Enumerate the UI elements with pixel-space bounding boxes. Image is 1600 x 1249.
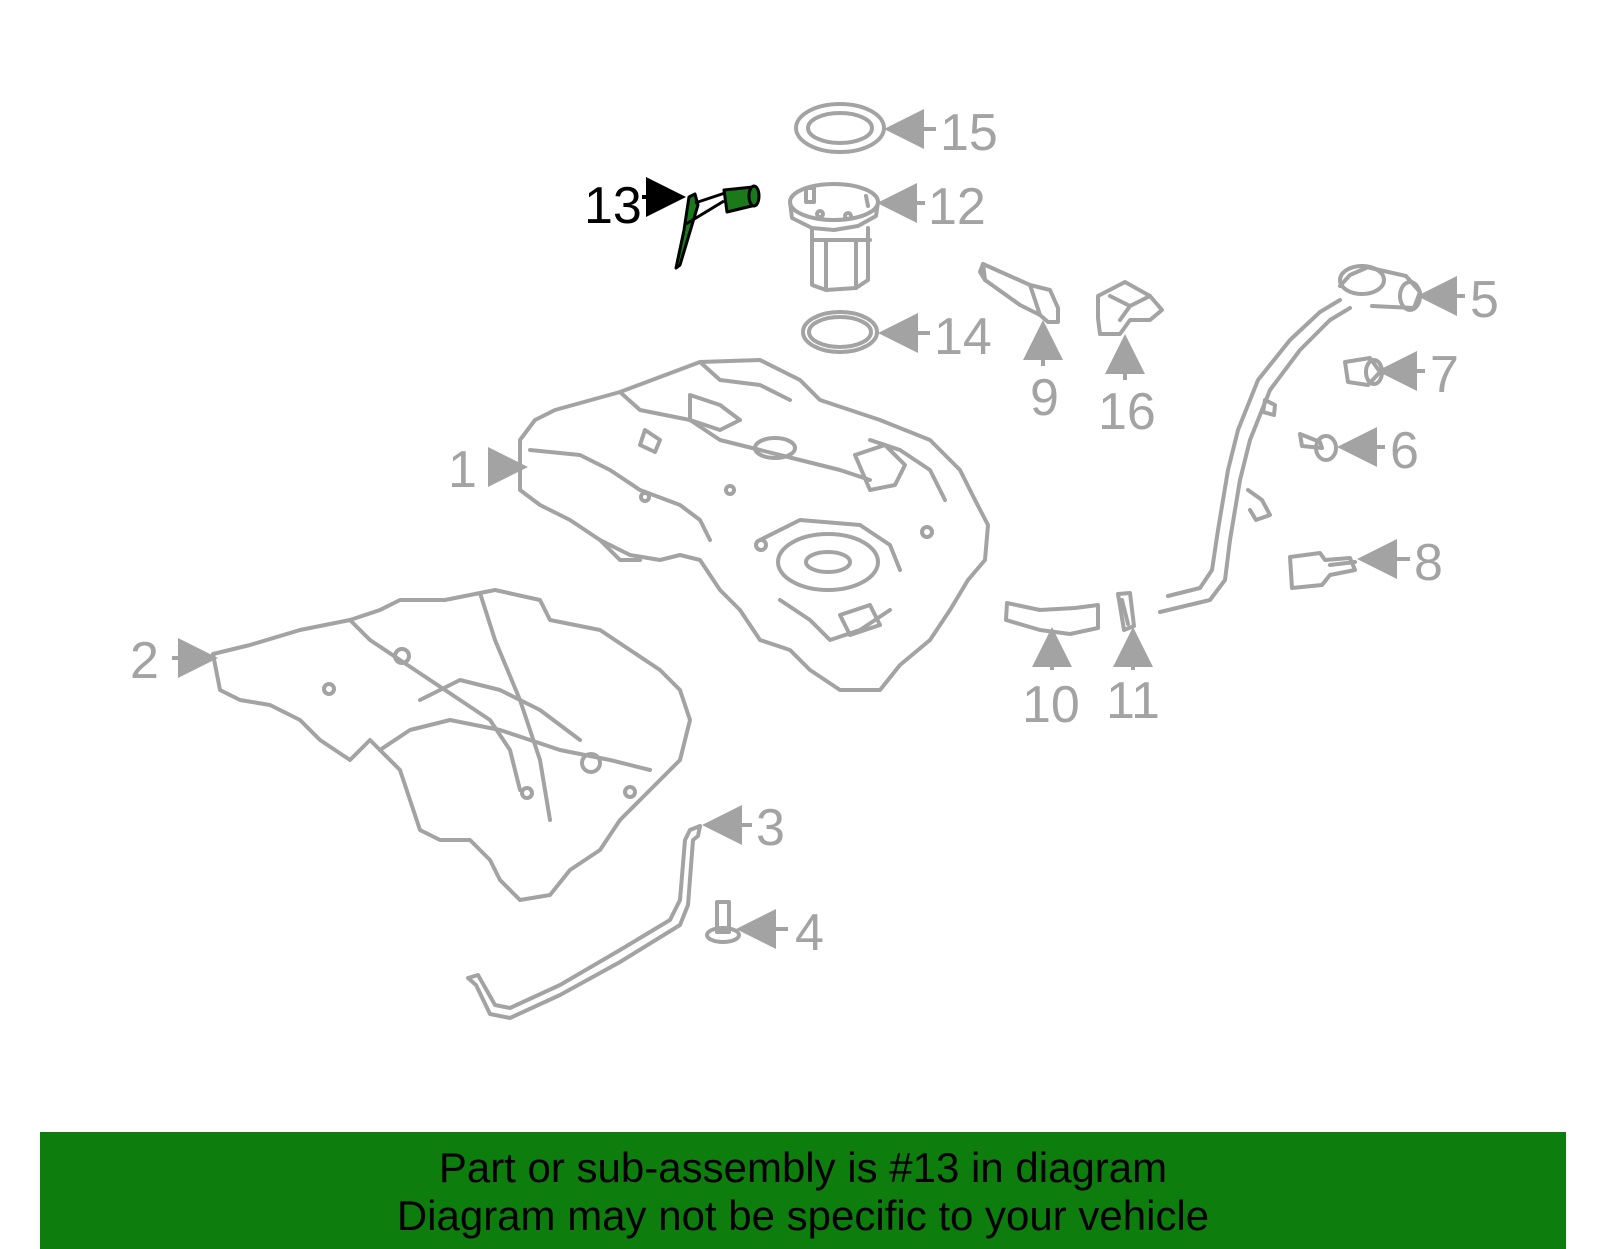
- clamp-part-11[interactable]: [1116, 591, 1136, 632]
- strap-part-3[interactable]: [466, 824, 702, 1020]
- callout-7[interactable]: 7: [1430, 346, 1459, 404]
- callout-2[interactable]: 2: [130, 632, 159, 690]
- heat-shield-part-2[interactable]: [211, 588, 692, 902]
- callout-6[interactable]: 6: [1390, 422, 1419, 480]
- vent-tube-part-13[interactable]: [674, 184, 761, 270]
- fuel-pump-part-12[interactable]: [788, 182, 880, 292]
- bolt-part-4[interactable]: [705, 900, 741, 944]
- fuel-tank-part-1[interactable]: [518, 358, 990, 692]
- screw-part-6[interactable]: [1298, 432, 1338, 462]
- callout-15[interactable]: 15: [940, 104, 998, 162]
- caption-line-2: Diagram may not be specific to your vehi…: [396, 1192, 1210, 1239]
- valve-part-16[interactable]: [1096, 280, 1164, 336]
- clip-part-8[interactable]: [1288, 551, 1357, 590]
- caption-line-1: Part or sub-assembly is #13 in diagram: [438, 1144, 1168, 1191]
- callout-11[interactable]: 11: [1106, 672, 1160, 730]
- caption-banner: Part or sub-assembly is #13 in diagram D…: [40, 1132, 1566, 1249]
- hose-part-10[interactable]: [1004, 601, 1100, 636]
- callout-10[interactable]: 10: [1022, 676, 1080, 734]
- callout-1[interactable]: 1: [448, 441, 477, 499]
- filler-neck-part-5[interactable]: [1158, 264, 1422, 614]
- callout-5[interactable]: 5: [1470, 271, 1499, 329]
- callout-labels: 1 2 3 4 5 6 7 8 9 10 11 12 13 14 15 16: [130, 104, 1499, 962]
- callout-9[interactable]: 9: [1030, 369, 1059, 427]
- grommet-part-7[interactable]: [1343, 356, 1384, 387]
- callout-3[interactable]: 3: [756, 799, 785, 857]
- callout-arrows: [172, 109, 1465, 949]
- seal-ring-part-14[interactable]: [801, 310, 879, 354]
- callout-12[interactable]: 12: [928, 178, 986, 236]
- callout-14[interactable]: 14: [934, 308, 992, 366]
- callout-13[interactable]: 13: [584, 177, 642, 235]
- callout-8[interactable]: 8: [1414, 534, 1443, 592]
- callout-4[interactable]: 4: [795, 904, 824, 962]
- lock-ring-part-15[interactable]: [794, 102, 886, 154]
- callout-16[interactable]: 16: [1098, 383, 1156, 441]
